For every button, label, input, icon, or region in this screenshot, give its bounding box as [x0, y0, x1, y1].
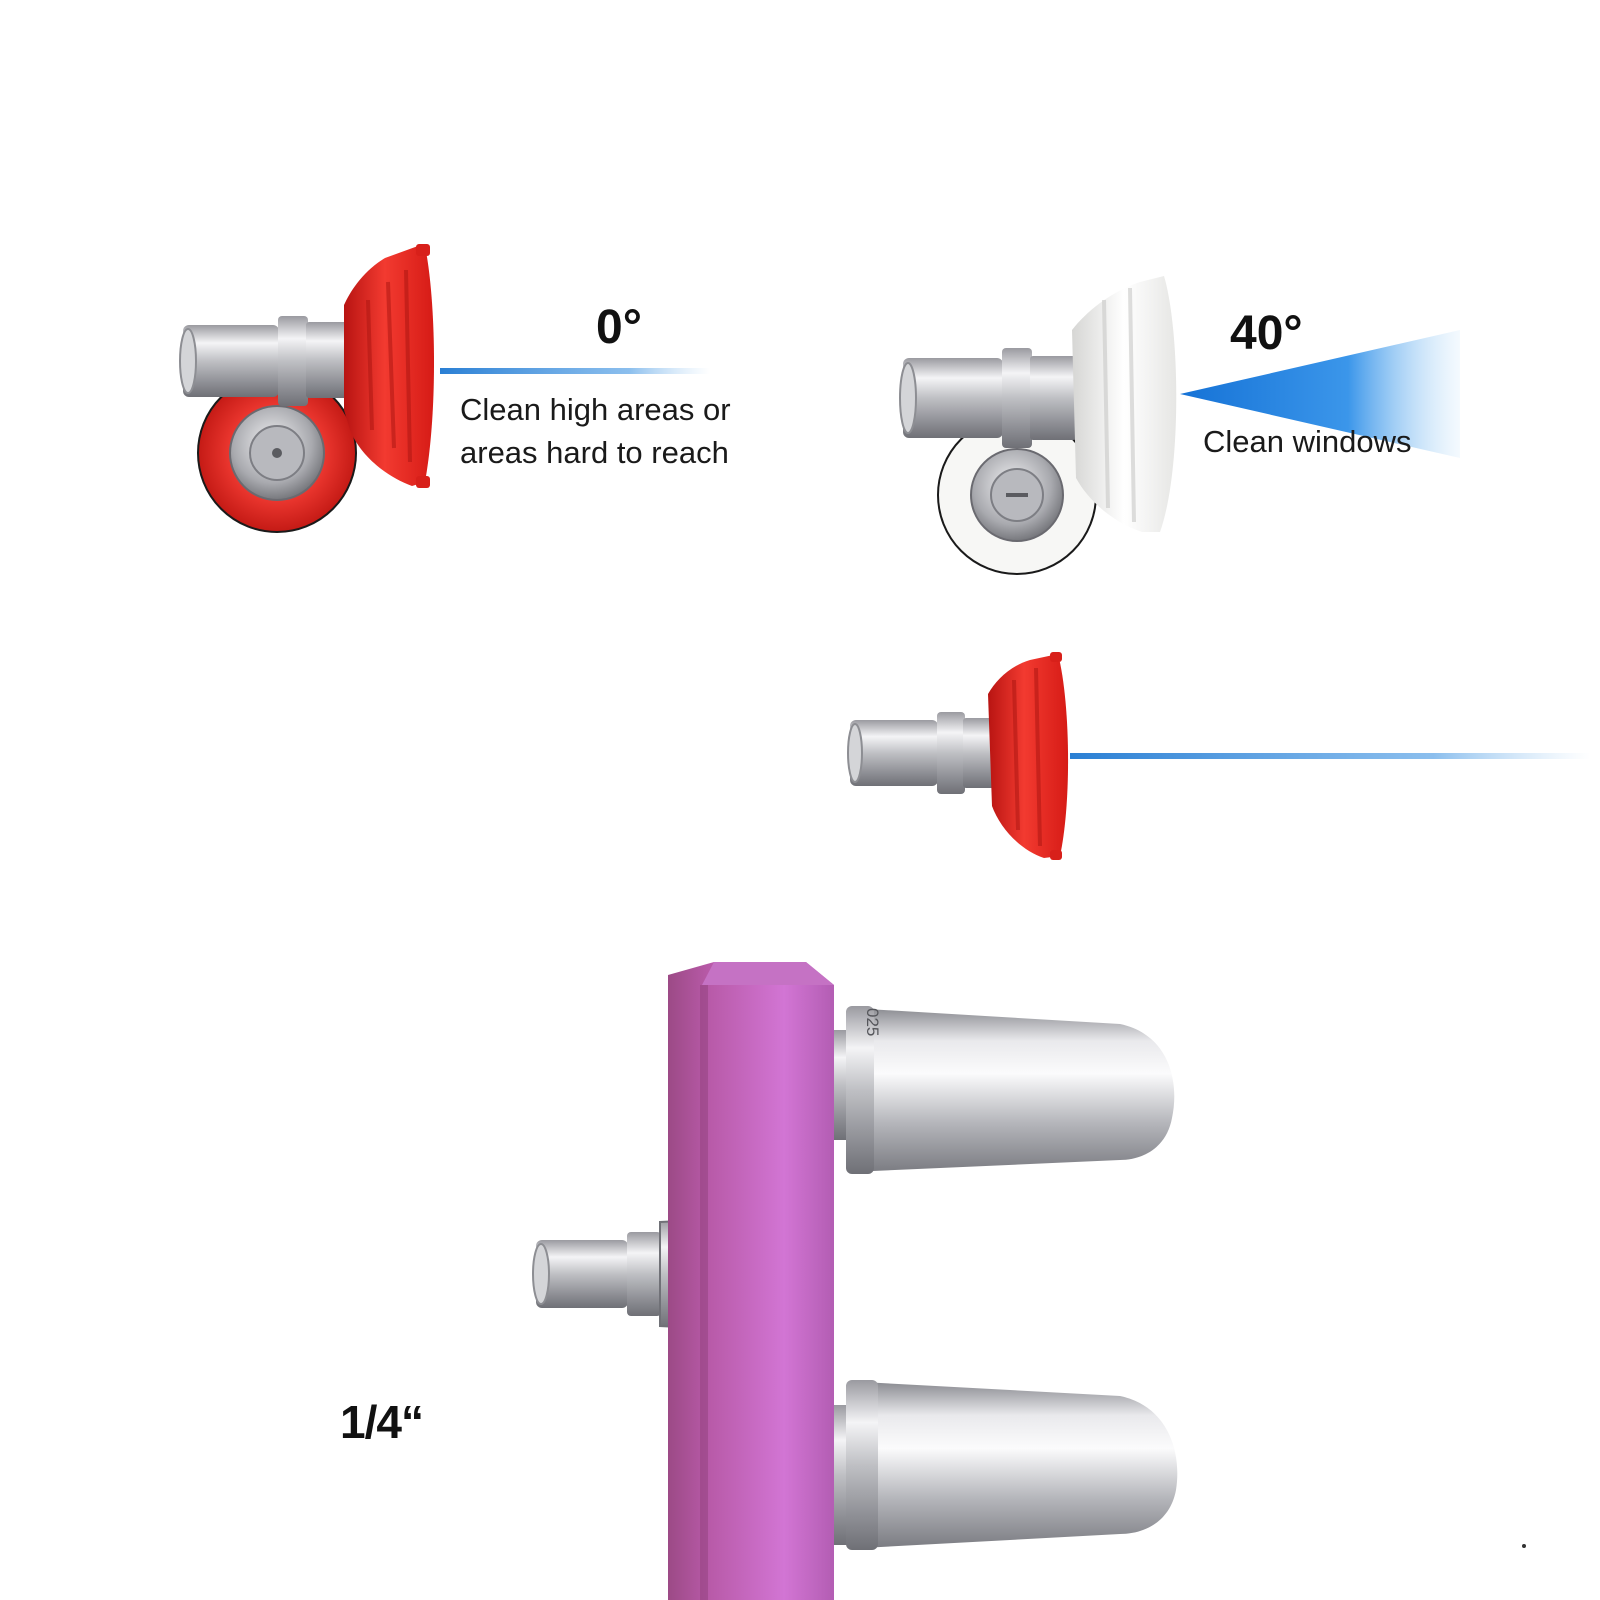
zero-degree-jet: [440, 368, 710, 374]
pink-manifold-body: [668, 962, 834, 1600]
zero-degree-front-view: [197, 373, 357, 533]
side-nozzle-jet: [1070, 753, 1590, 759]
forty-degree-description: Clean windows: [1203, 424, 1412, 459]
upper-turbo-bullet: 025: [826, 1006, 1175, 1174]
rotary-size-label: 1/4“: [340, 1396, 424, 1448]
forty-degree-spray-fan: [1180, 330, 1460, 458]
rotary-turbo-nozzle: 025: [532, 962, 1526, 1600]
zero-degree-side-nozzle: [847, 652, 1590, 860]
forty-degree-plug: [899, 348, 1076, 448]
tiny-dot-mark: [1522, 1544, 1526, 1548]
forty-degree-nozzle: [899, 276, 1460, 575]
upper-bullet-engraving: 025: [863, 1008, 882, 1036]
forty-degree-angle-label: 40°: [1230, 307, 1303, 360]
lower-turbo-bullet: [826, 1380, 1178, 1550]
zero-degree-red-tip: [344, 244, 435, 488]
zero-degree-plug: [179, 316, 348, 406]
side-nozzle-red-tip: [988, 652, 1069, 860]
side-nozzle-plug: [847, 712, 999, 794]
forty-degree-white-tip: [1072, 276, 1177, 532]
zero-degree-description: Clean high areas or areas hard to reach: [460, 392, 731, 470]
zero-degree-angle-label: 0°: [596, 301, 642, 354]
zero-degree-nozzle: [179, 244, 710, 533]
